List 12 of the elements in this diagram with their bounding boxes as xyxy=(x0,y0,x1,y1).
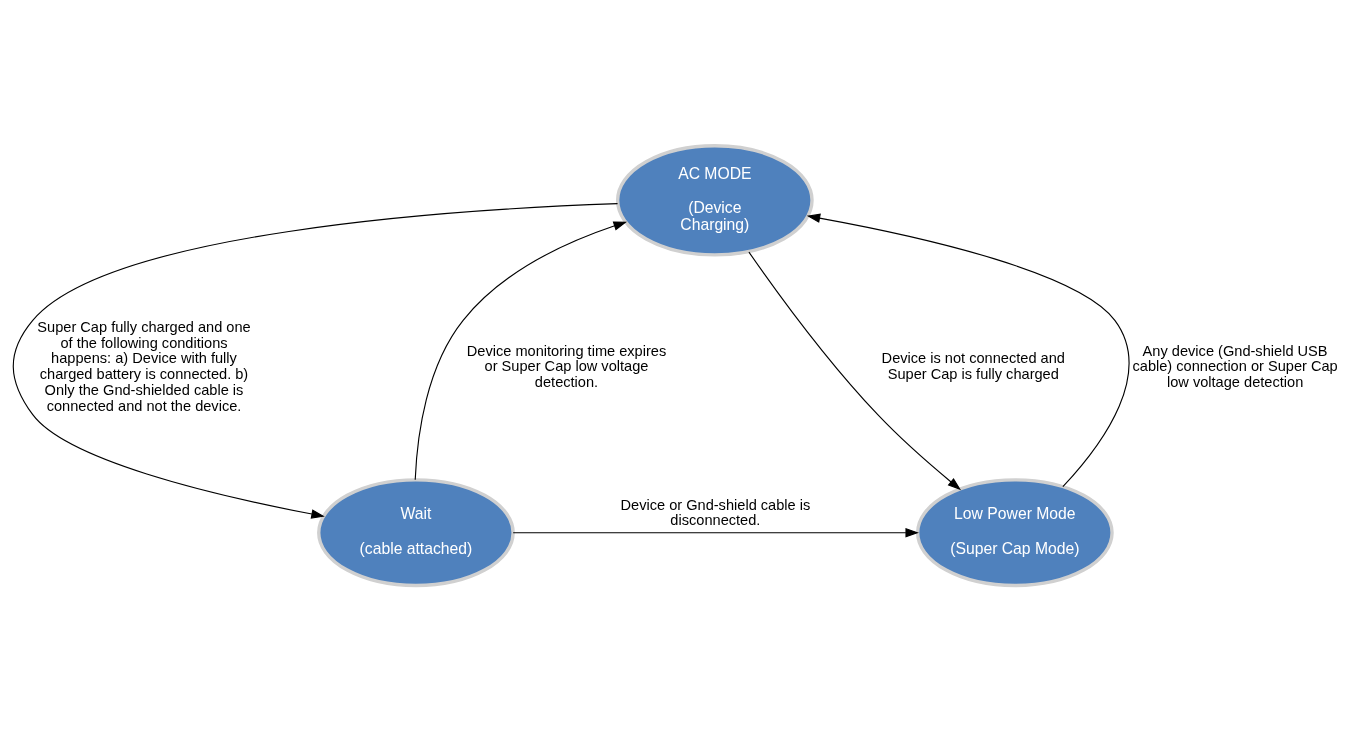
edge-label: Device or Gnd-shield cable is disconnected. xyxy=(620,496,811,529)
node-ellipse: Wait (cable attached) xyxy=(317,478,515,588)
edge-label: Device monitoring time expires or Super Cap low voltage detection. xyxy=(466,342,667,391)
edge-label: Any device (Gnd-shield USB cable) connection or Super Cap low voltage detection xyxy=(1132,342,1338,391)
arrow xyxy=(806,213,1130,488)
arrow xyxy=(512,527,919,538)
arrow xyxy=(414,221,627,481)
arrow xyxy=(12,203,619,519)
edge-label: Device is not connected and Super Cap is fully charged xyxy=(881,350,1065,383)
arrow xyxy=(748,251,962,491)
node-ellipse: AC MODE (Device Charging) xyxy=(615,144,814,257)
edge-label: Super Cap fully charged and one of the following conditions happens: a) Device with fully charged battery is connected. b) Only the Gnd-shielded cable is connected and not the device. xyxy=(37,319,251,414)
